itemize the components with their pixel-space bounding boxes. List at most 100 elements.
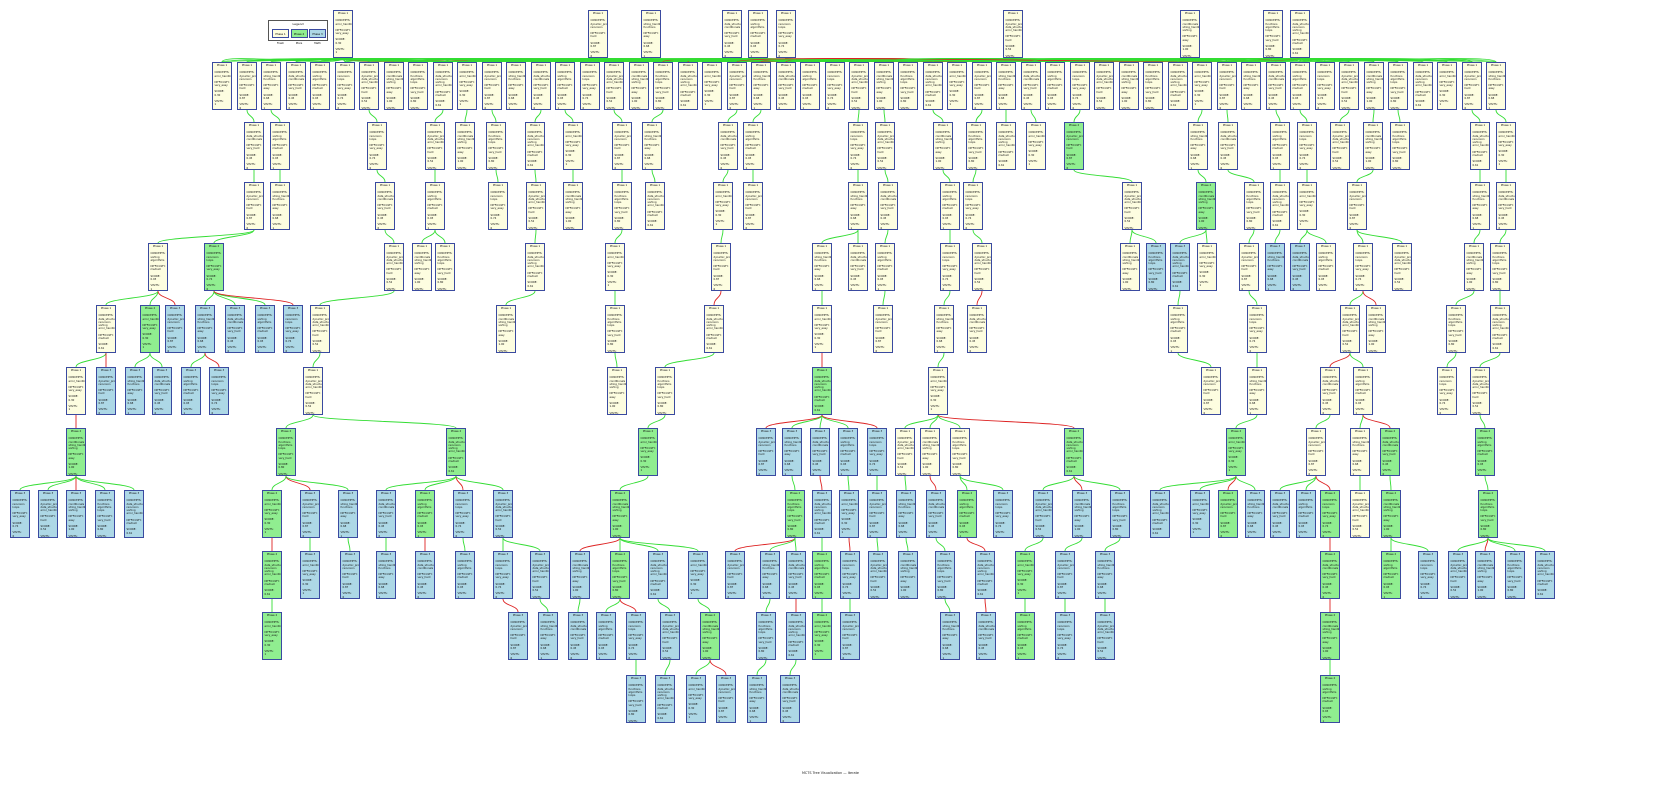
tree-node[interactable]: Phase 1CONCEPTS:dynamic_programmingdata_… bbox=[895, 428, 915, 476]
tree-node[interactable]: Phase 3CONCEPTS:dynamic_programmingrecur… bbox=[756, 428, 776, 476]
tree-node[interactable]: Phase 3CONCEPTS:dynamic_programmingdata_… bbox=[1448, 551, 1468, 599]
tree-node[interactable]: Phase 1CONCEPTS:data_structurescondition… bbox=[967, 305, 987, 353]
tree-node[interactable]: Phase 1CONCEPTS:string_handlingfunctions… bbox=[270, 182, 290, 230]
tree-node[interactable]: Phase 3CONCEPTS:data_structuresrecursion… bbox=[975, 551, 995, 599]
tree-node[interactable]: Phase 3CONCEPTS:data_structuresrecursion… bbox=[1535, 551, 1555, 599]
tree-node[interactable]: Phase 1CONCEPTS:dynamic_programmingrecur… bbox=[1201, 367, 1221, 415]
tree-node[interactable]: Phase 1CONCEPTS:data_structurescondition… bbox=[1496, 182, 1516, 230]
tree-node[interactable]: Phase 3CONCEPTS:string_handlingfunctions… bbox=[782, 428, 802, 476]
tree-node[interactable]: Phase 3CONCEPTS:dynamic_programmingrecur… bbox=[340, 551, 360, 599]
tree-node[interactable]: Phase 3CONCEPTS:dynamic_programmingrecur… bbox=[508, 612, 528, 660]
tree-node[interactable]: Phase 1CONCEPTS:data_structuresrecursion… bbox=[1270, 182, 1290, 230]
tree-node[interactable]: Phase 3CONCEPTS:data_structurescondition… bbox=[152, 367, 172, 415]
tree-node[interactable]: Phase 3CONCEPTS:data_structurescondition… bbox=[1270, 490, 1290, 538]
tree-node[interactable]: Phase 3CONCEPTS:dynamic_programmingrecur… bbox=[96, 367, 116, 415]
tree-node[interactable]: Phase 1CONCEPTS:dynamic_programmingrecur… bbox=[237, 62, 257, 110]
tree-node[interactable]: Phase 1CONCEPTS:string_handlingfunctions… bbox=[642, 122, 662, 170]
tree-node[interactable]: Phase 3CONCEPTS:dynamic_programmingdata_… bbox=[868, 551, 888, 599]
tree-node[interactable]: Phase 1CONCEPTS:dynamic_programmingdata_… bbox=[1330, 122, 1350, 170]
tree-node[interactable]: Phase 3CONCEPTS:string_handlingfunctions… bbox=[1095, 551, 1115, 599]
tree-node[interactable]: Phase 1CONCEPTS:data_structurescondition… bbox=[286, 62, 306, 110]
tree-node[interactable]: Phase 3CONCEPTS:dynamic_programmingrecur… bbox=[867, 490, 887, 538]
tree-node[interactable]: Phase 1CONCEPTS:dynamic_programmingdata_… bbox=[1122, 182, 1142, 230]
tree-node[interactable]: Phase 1CONCEPTS:string_handlingfunctions… bbox=[1247, 367, 1267, 415]
tree-node[interactable]: Phase 2CONCEPTS:dynamic_programmingrecur… bbox=[1064, 122, 1084, 170]
tree-node[interactable]: Phase 1CONCEPTS:dynamic_programmingdata_… bbox=[303, 367, 323, 415]
tree-node[interactable]: Phase 3CONCEPTS:data_structurescondition… bbox=[376, 490, 396, 538]
tree-node[interactable]: Phase 1CONCEPTS:string_handlingfunctions… bbox=[934, 305, 954, 353]
tree-node[interactable]: Phase 3CONCEPTS:data_structurescondition… bbox=[786, 551, 806, 599]
tree-node[interactable]: Phase 1CONCEPTS:string_handlingfunctions… bbox=[641, 10, 661, 58]
tree-node[interactable]: Phase 1CONCEPTS:dynamic_programmingrecur… bbox=[1217, 62, 1237, 110]
tree-node[interactable]: Phase 1CONCEPTS:data_structuresrecursion… bbox=[1290, 10, 1310, 58]
tree-node[interactable]: Phase 3CONCEPTS:data_structuresrecursion… bbox=[1150, 490, 1170, 538]
tree-node[interactable]: Phase 3CONCEPTS:data_structuresrecursion… bbox=[812, 490, 832, 538]
tree-node[interactable]: Phase 1CONCEPTS:string_handlingfunctions… bbox=[261, 62, 281, 110]
tree-node[interactable]: Phase 3CONCEPTS:dynamic_programmingdata_… bbox=[660, 612, 680, 660]
tree-node[interactable]: Phase 1CONCEPTS:dynamic_programmingdata_… bbox=[1094, 62, 1114, 110]
tree-node[interactable]: Phase 1CONCEPTS:data_structuresrecursion… bbox=[433, 62, 453, 110]
tree-node[interactable]: Phase 1CONCEPTS:dynamic_programmingrecur… bbox=[244, 182, 264, 230]
tree-node[interactable]: Phase 1CONCEPTS:data_structuresrecursion… bbox=[645, 182, 665, 230]
tree-node[interactable]: Phase 3CONCEPTS:data_structurescondition… bbox=[926, 490, 946, 538]
tree-node[interactable]: Phase 1CONCEPTS:dynamic_programmingdata_… bbox=[359, 62, 379, 110]
tree-node[interactable]: Phase 1CONCEPTS:dynamic_programmingrecur… bbox=[588, 10, 608, 58]
tree-node[interactable]: Phase 1CONCEPTS:dynamic_programmingdata_… bbox=[1470, 367, 1490, 415]
tree-node[interactable]: Phase 3CONCEPTS:dynamic_programmingrecur… bbox=[165, 305, 185, 353]
tree-node[interactable]: Phase 1CONCEPTS:dynamic_programmingdata_… bbox=[1003, 10, 1023, 58]
tree-node[interactable]: Phase 1CONCEPTS:dynamic_programmingdata_… bbox=[972, 243, 992, 291]
tree-node[interactable]: Phase 3CONCEPTS:data_structurescondition… bbox=[415, 551, 435, 599]
tree-node[interactable]: Phase 1CONCEPTS:dynamic_programmingrecur… bbox=[482, 62, 502, 110]
tree-node[interactable]: Phase 1CONCEPTS:dynamic_programmingrecur… bbox=[1462, 62, 1482, 110]
tree-node[interactable]: Phase 3CONCEPTS:dynamic_programmingdata_… bbox=[1033, 490, 1053, 538]
tree-node[interactable]: Phase 1CONCEPTS:dynamic_programmingdata_… bbox=[875, 122, 895, 170]
tree-node[interactable]: Phase 1CONCEPTS:dynamic_programmingrecur… bbox=[1347, 182, 1367, 230]
tree-node[interactable]: Phase 1CONCEPTS:dynamic_programmingdata_… bbox=[1350, 490, 1370, 538]
tree-node[interactable]: Phase 1CONCEPTS:data_structurescondition… bbox=[531, 62, 551, 110]
tree-node[interactable]: Phase 1CONCEPTS:data_structuresrecursion… bbox=[525, 243, 545, 291]
